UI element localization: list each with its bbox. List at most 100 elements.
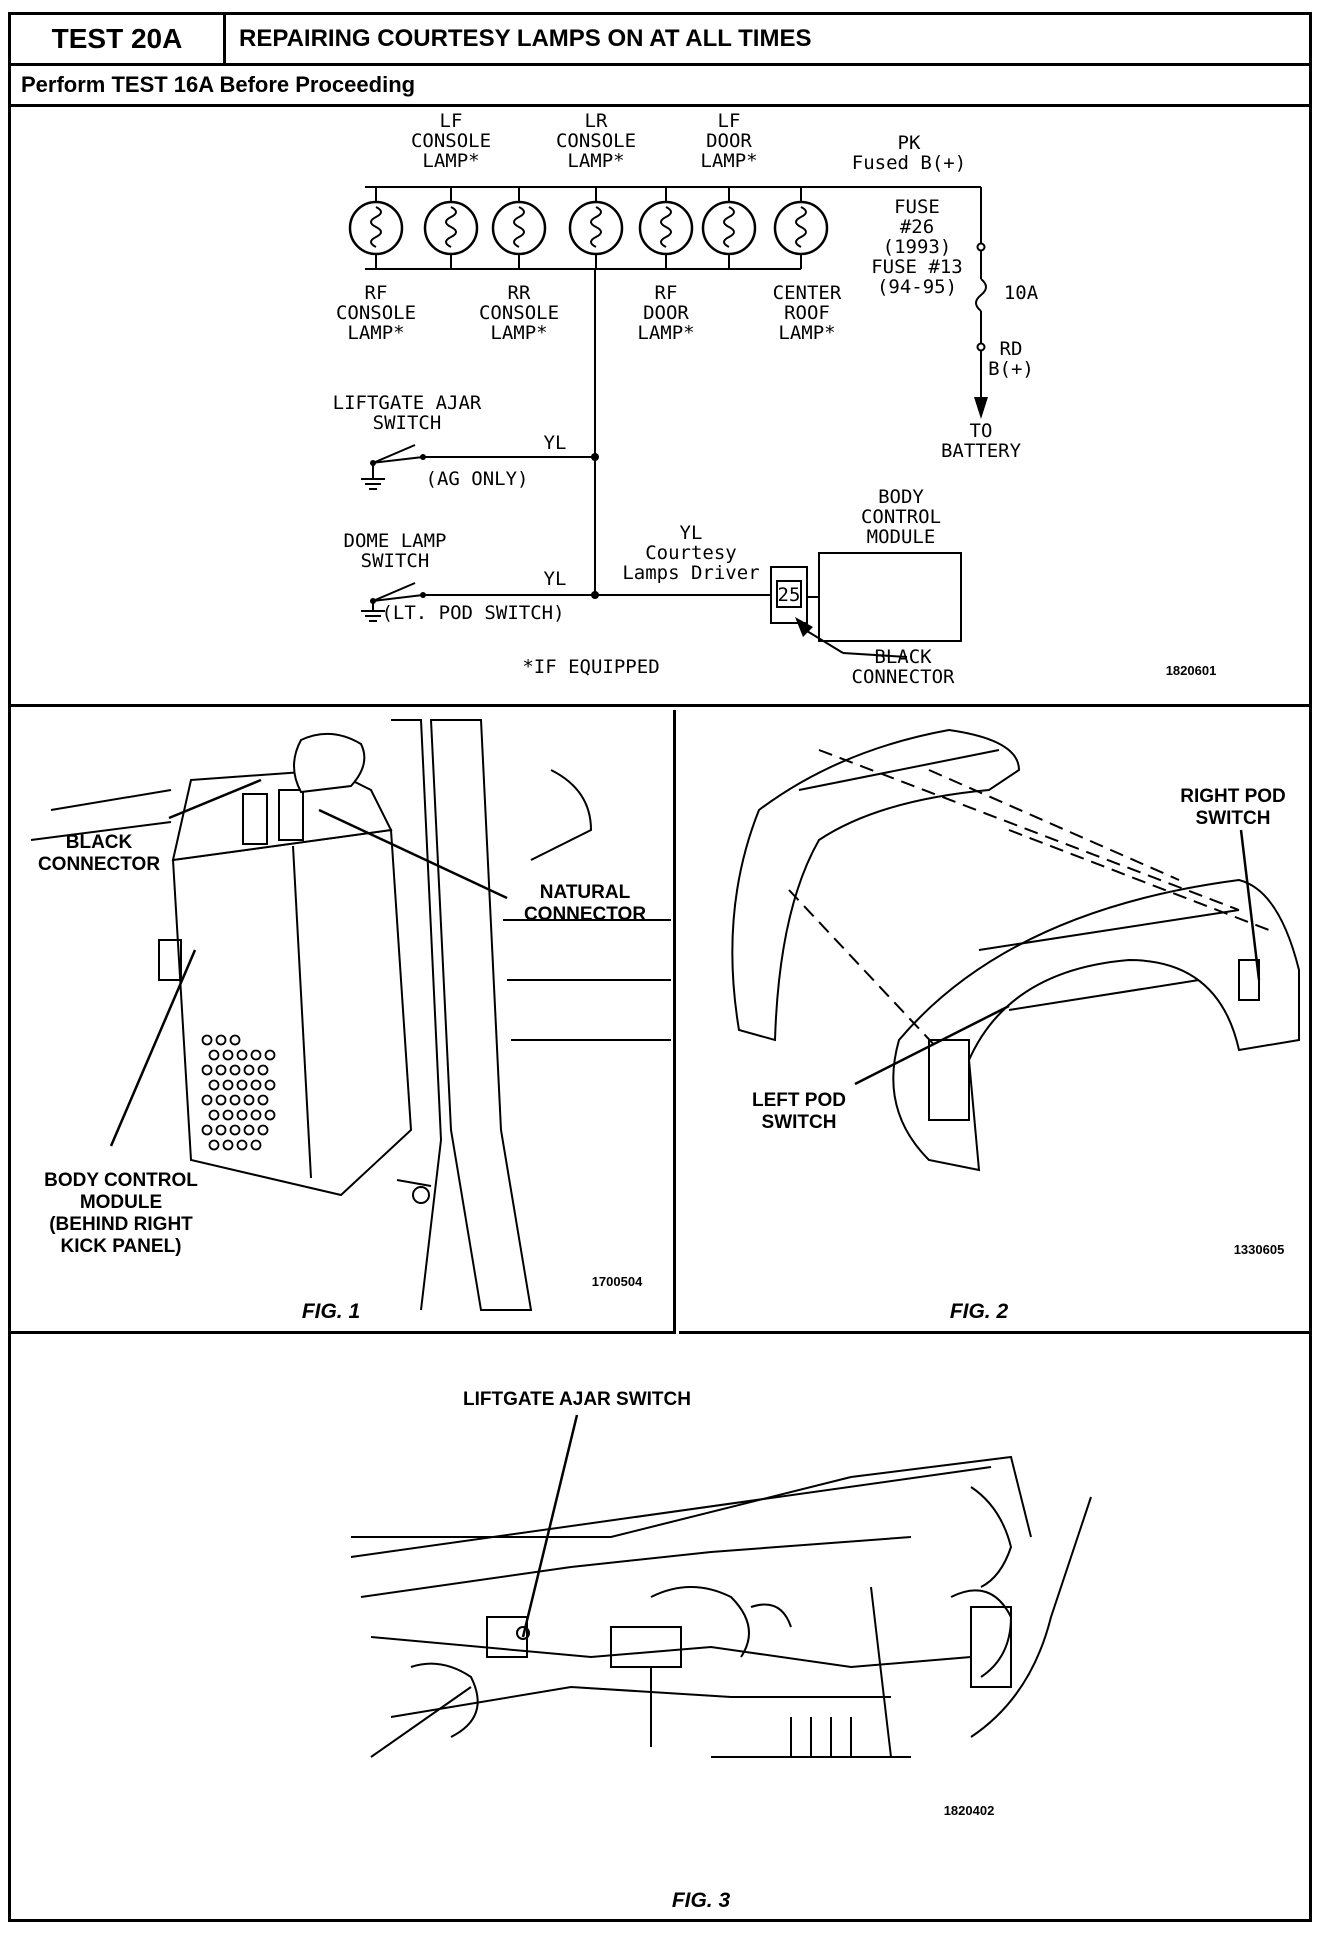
vent-hole (250, 1049, 262, 1061)
bcm-label-1: BODY CONTROL (44, 1170, 198, 1191)
black-connector-label-2: CONNECTOR (38, 854, 160, 875)
vent-hole (215, 1034, 227, 1046)
vent-hole (201, 1064, 213, 1076)
prerequisite-note: Perform TEST 16A Before Proceeding (11, 66, 1309, 107)
black-connector-label-1: BLACK (874, 646, 932, 668)
fig1-panel: BLACK CONNECTOR NATURAL CONNECTOR BODY C… (11, 710, 676, 1334)
vent-hole (250, 1139, 262, 1151)
vent-hole (250, 1109, 262, 1121)
dome-wire-color: YL (544, 568, 567, 590)
liftgate-switch-label-1: LIFTGATE AJAR (333, 392, 482, 414)
rf-console-lamp-label-1: RF (365, 282, 388, 304)
rf-console-lamp-label-2: CONSOLE (336, 302, 416, 324)
lf-console-lamp-label-1: LF (440, 110, 463, 132)
fig3-code: 1820402 (944, 1803, 995, 1818)
left-pod-switch-label-2: SWITCH (762, 1112, 837, 1133)
to-battery-1: TO (970, 420, 993, 442)
vent-hole (215, 1124, 227, 1136)
dome-note: (LT. POD SWITCH) (381, 602, 564, 624)
bcm-label-4: KICK PANEL) (60, 1236, 181, 1257)
center-roof-lamp-label-1: CENTER (773, 282, 842, 304)
lr-console-lamp-label-2: CONSOLE (556, 130, 636, 152)
schematic-panel: LF CONSOLE LAMP* LR CONSOLE LAMP* LF DOO… (11, 107, 1309, 707)
lf-door-lamp-label-2: DOOR (706, 130, 752, 152)
fig2-code: 1330605 (1234, 1242, 1285, 1257)
wiring-schematic: LF CONSOLE LAMP* LR CONSOLE LAMP* LF DOO… (333, 110, 1217, 688)
lamp-bulb-icon (491, 187, 547, 269)
vent-hole (243, 1064, 255, 1076)
vent-hole (236, 1109, 248, 1121)
rr-console-lamp-label-3: LAMP* (490, 322, 547, 344)
vent-hole (208, 1049, 220, 1061)
vent-hole (250, 1079, 262, 1091)
fig3-illustration: LIFTGATE AJAR SWITCH 1820402 FIG. 3 (350, 1389, 1092, 1912)
rf-door-lamp-label-2: DOOR (643, 302, 689, 324)
vent-hole (243, 1094, 255, 1106)
lamp-bulb-icon (423, 187, 479, 269)
vent-hole (215, 1094, 227, 1106)
fig2-caption: FIG. 2 (950, 1300, 1009, 1323)
vent-hole (229, 1124, 241, 1136)
dome-switch-label-1: DOME LAMP (344, 530, 447, 552)
fig3-panel: LIFTGATE AJAR SWITCH 1820402 FIG. 3 (11, 1337, 1309, 1919)
center-roof-lamp-label-2: ROOF (784, 302, 830, 324)
liftgate-switch-label-2: SWITCH (373, 412, 442, 434)
black-connector-label-2: CONNECTOR (852, 666, 956, 688)
vent-hole (222, 1049, 234, 1061)
vent-hole (229, 1034, 241, 1046)
liftgate-note: (AG ONLY) (426, 468, 529, 490)
vent-hole (201, 1094, 213, 1106)
vent-hole (229, 1094, 241, 1106)
fig2-panel: RIGHT POD SWITCH LEFT POD SWITCH 1330605… (679, 710, 1309, 1334)
vent-hole (257, 1064, 269, 1076)
bcm-label-2: CONTROL (861, 506, 941, 528)
fig2-illustration: RIGHT POD SWITCH LEFT POD SWITCH 1330605… (731, 728, 1300, 1323)
lamp-bulb-icon (348, 187, 404, 269)
vent-hole (264, 1079, 276, 1091)
pk-wire-color: PK (898, 132, 921, 154)
vent-hole (236, 1079, 248, 1091)
rf-door-lamp-label-1: RF (655, 282, 678, 304)
vent-hole (257, 1124, 269, 1136)
rd-wire-desc: B(+) (988, 358, 1034, 380)
to-battery-2: BATTERY (941, 440, 1022, 462)
test-number: TEST 20A (11, 15, 226, 63)
left-pod-switch-label-1: LEFT POD (752, 1090, 846, 1111)
fig1-illustration: BLACK CONNECTOR NATURAL CONNECTOR BODY C… (30, 719, 671, 1323)
liftgate-switch-icon (516, 1626, 530, 1640)
fig1-code: 1700504 (592, 1274, 643, 1289)
lf-door-lamp-label-3: LAMP* (700, 150, 757, 172)
driver-label-1: YL (680, 522, 703, 544)
natural-connector-label-2: CONNECTOR (524, 904, 646, 925)
fuse-label-4: FUSE #13 (871, 256, 963, 278)
liftgate-wire-color: YL (544, 432, 567, 454)
bcm-label-3: (BEHIND RIGHT (49, 1214, 193, 1235)
vent-hole (264, 1049, 276, 1061)
test-title: REPAIRING COURTESY LAMPS ON AT ALL TIMES (239, 25, 812, 52)
vent-hole (229, 1064, 241, 1076)
fig1-caption: FIG. 1 (302, 1300, 360, 1323)
page-frame: TEST 20A REPAIRING COURTESY LAMPS ON AT … (8, 12, 1312, 1922)
bcm-label-3: MODULE (867, 526, 936, 548)
vent-hole (201, 1034, 213, 1046)
fig3-caption: FIG. 3 (672, 1889, 731, 1912)
vent-hole (236, 1049, 248, 1061)
lf-console-lamp-label-3: LAMP* (422, 150, 479, 172)
natural-connector-label-1: NATURAL (540, 882, 631, 903)
right-pod-switch-label-1: RIGHT POD (1180, 786, 1286, 807)
lf-console-lamp-label-2: CONSOLE (411, 130, 491, 152)
liftgate-ajar-switch-label: LIFTGATE AJAR SWITCH (463, 1389, 691, 1410)
bcm-label-2: MODULE (80, 1192, 162, 1213)
center-roof-lamp-label-3: LAMP* (778, 322, 835, 344)
schematic-code: 1820601 (1166, 663, 1217, 678)
fuse-label-5: (94-95) (877, 276, 957, 298)
rd-wire-color: RD (1000, 338, 1023, 360)
lamp-bulb-icon (568, 187, 624, 269)
vent-hole (208, 1109, 220, 1121)
vent-hole (264, 1109, 276, 1121)
lr-console-lamp-label-1: LR (585, 110, 608, 132)
right-pod-switch-label-2: SWITCH (1196, 808, 1271, 829)
vent-hole (208, 1079, 220, 1091)
fuse-label-2: #26 (900, 216, 934, 238)
lamp-row (348, 187, 829, 269)
